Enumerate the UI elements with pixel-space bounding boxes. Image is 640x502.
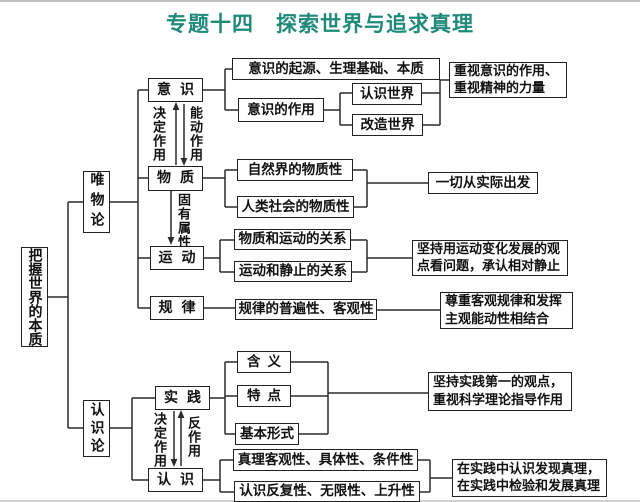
leaf-practice-forms: 基本形式 bbox=[235, 423, 299, 445]
leaf-matter-nature: 自然界的物质性 bbox=[237, 159, 353, 181]
label-counter-role: 反作用 bbox=[185, 416, 200, 458]
leaf-motion-stillness-relation: 运动和静止的关系 bbox=[234, 261, 352, 282]
label-dynamic-role: 能动作用 bbox=[187, 106, 202, 162]
leaf-practice-features: 特点 bbox=[237, 385, 291, 407]
conclusion-law: 尊重客观规律和发挥主观能动性相结合 bbox=[440, 292, 573, 329]
conclusion-practice: 坚持实践第一的观点，重视科学理论指导作用 bbox=[428, 372, 572, 411]
leaf-practice-meaning: 含义 bbox=[237, 351, 291, 373]
leaf-matter-society: 人类社会的物质性 bbox=[237, 196, 354, 218]
label-deciding-role-top: 决定作用 bbox=[150, 106, 165, 162]
node-root: 把握世界的本质 bbox=[21, 247, 48, 347]
photo-edge-top bbox=[0, 0, 640, 2]
leaf-consciousness-function: 意识的作用 bbox=[238, 98, 324, 122]
conclusion-matter: 一切从实际出发 bbox=[428, 172, 538, 194]
node-matter: 物质 bbox=[148, 166, 203, 191]
label-inherent-attribute: 固有属性 bbox=[175, 193, 190, 249]
arrow-consciousness-to-matter bbox=[180, 158, 188, 166]
leaf-truth-attributes: 真理客观性、具体性、条件性 bbox=[233, 449, 418, 471]
leaf-know-world: 认识世界 bbox=[352, 83, 422, 105]
node-practice: 实践 bbox=[155, 386, 210, 410]
node-epistemology: 认识论 bbox=[83, 400, 110, 457]
page-title: 专题十四 探索世界与追求真理 bbox=[166, 12, 474, 36]
leaf-transform-world: 改造世界 bbox=[352, 114, 423, 136]
conclusion-consciousness: 重视意识的作用、重视精神的力量 bbox=[449, 62, 567, 98]
tree-connectors bbox=[48, 68, 452, 493]
arrow-cognition-to-practice bbox=[177, 410, 185, 418]
arrow-matter-to-consciousness bbox=[172, 102, 180, 110]
leaf-consciousness-origin: 意识的起源、生理基础、本质 bbox=[232, 58, 440, 80]
node-consciousness: 意识 bbox=[148, 78, 203, 102]
node-cognition: 认识 bbox=[148, 468, 203, 492]
label-deciding-role-bottom: 决定作用 bbox=[151, 412, 166, 468]
leaf-law-property: 规律的普遍性、客观性 bbox=[235, 299, 377, 320]
leaf-cognition-character: 认识反复性、无限性、上升性 bbox=[234, 481, 420, 502]
node-materialism: 唯物论 bbox=[83, 171, 110, 233]
node-motion: 运动 bbox=[150, 246, 204, 270]
arrow-practice-to-cognition bbox=[170, 459, 178, 467]
conclusion-cognition: 在实践中认识发现真理，在实践中检验和发展真理 bbox=[452, 459, 607, 497]
conclusion-motion: 坚持用运动变化发展的观点看问题，承认相对静止 bbox=[412, 240, 568, 276]
arrow-shafts bbox=[170, 104, 185, 466]
node-law: 规律 bbox=[150, 296, 204, 320]
leaf-motion-matter-relation: 物质和运动的关系 bbox=[234, 229, 351, 250]
arrow-matter-to-motion bbox=[167, 237, 175, 245]
